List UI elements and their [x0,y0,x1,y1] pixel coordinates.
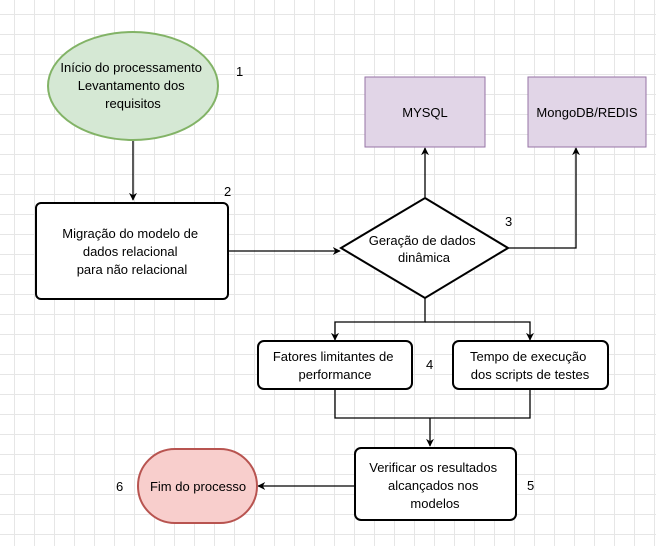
migration-node-label-line: dados relacional [83,244,178,259]
factors-node-label-line: performance [299,367,372,382]
mongodb-node: MongoDB/REDIS [527,76,647,148]
start-node: Início do processamento Levantamento dos… [47,31,219,141]
step-number-4: 4 [426,357,433,372]
exec-time-node: Tempo de execução dos scripts de testes [452,340,609,390]
edge-generation-to-mongodb [508,147,580,249]
factors-node: Fatores limitantes de performance [257,340,413,390]
exec-time-node-label-line: dos scripts de testes [471,367,590,382]
edge-generation-to-exec-time [425,321,534,341]
end-node-label: Fim do processo [150,479,246,494]
end-node: Fim do processo [137,448,258,524]
step-number-6: 6 [116,479,123,494]
verify-node-label-line: Verificar os resultados [369,460,497,475]
connectors [129,140,580,490]
exec-time-node-label-line: Tempo de execução [470,349,586,364]
verify-node-label-line: alcançados nos [388,478,479,493]
migration-node: Migração do modelo de dados relacional p… [35,202,229,300]
step-number-3: 3 [505,214,512,229]
edge-generation-to-factors [331,298,426,341]
migration-node-label-line: Migração do modelo de [62,226,198,241]
mongodb-node-label: MongoDB/REDIS [536,105,637,120]
svg-text:Migração do modelo de da: Migração do modelo de dados relacional p… [62,226,201,277]
verify-node: Verificar os resultados alcançados nos m… [354,447,517,521]
migration-node-label-line: para não relacional [77,262,188,277]
svg-text:Início do processamento: Início do processamento Levantamento dos… [60,60,205,111]
generation-node: Geração de dados dinâmica [339,196,510,300]
svg-text:Tempo de execução dos sc: Tempo de execução dos scripts de testes [470,349,590,382]
svg-text:Fatores limitantes de pe: Fatores limitantes de performance [273,349,397,382]
svg-text:Geração de dados dinâmic: Geração de dados dinâmica [369,233,480,265]
mysql-node: MYSQL [364,76,486,148]
step-number-2: 2 [224,184,231,199]
edge-factors-exec-to-verify [334,390,531,446]
start-node-label-line: requisitos [105,96,161,111]
start-node-label-line: Levantamento dos [78,78,185,93]
step-number-5: 5 [527,478,534,493]
step-number-1: 1 [236,64,243,79]
verify-node-label-line: modelos [410,496,460,511]
start-node-label-line: Início do processamento [60,60,202,75]
svg-text:Verificar os resultados: Verificar os resultados alcançados nos m… [369,460,501,511]
factors-node-label-line: Fatores limitantes de [273,349,394,364]
generation-node-label-line: Geração de dados [369,233,476,248]
mysql-node-label: MYSQL [402,105,448,120]
generation-node-label-line: dinâmica [398,250,451,265]
